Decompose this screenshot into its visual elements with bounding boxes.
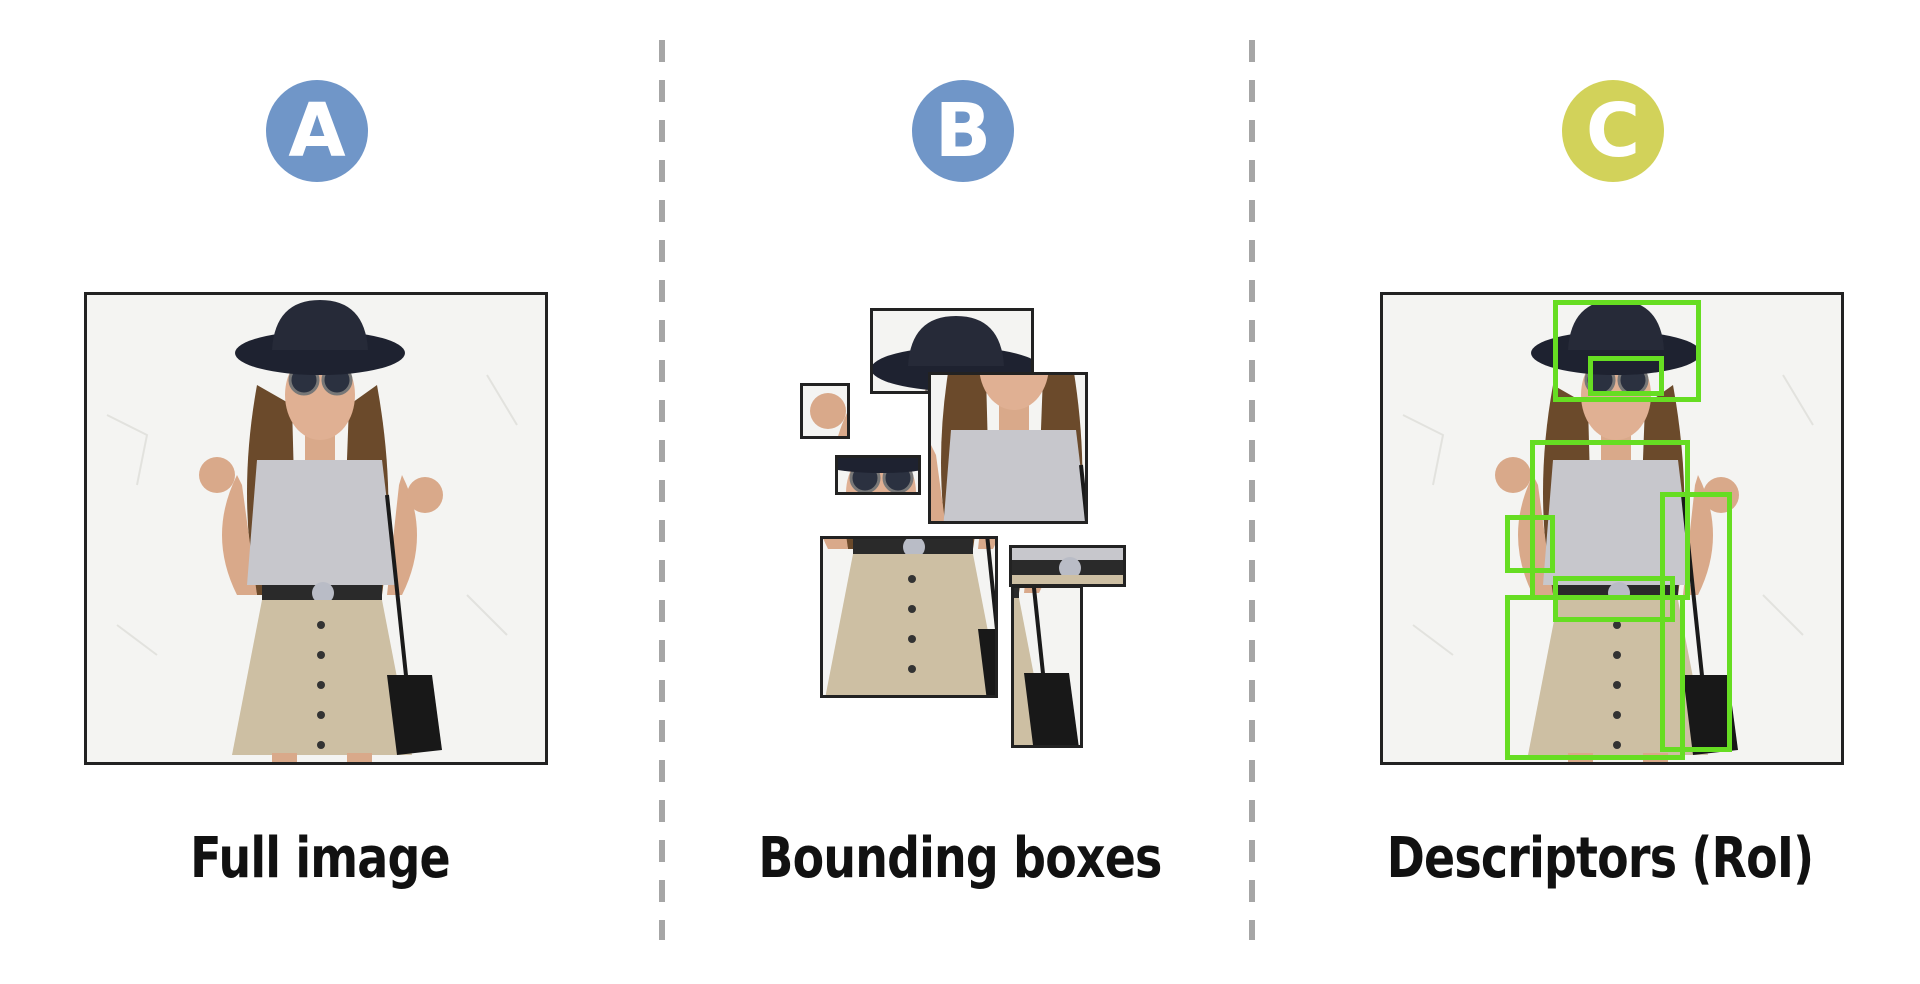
panel-caption: Bounding boxes [758,826,1162,891]
crop-skirt [820,536,998,698]
panel-letter: A [288,88,346,174]
panel-caption: Descriptors (RoI) [1386,826,1814,891]
roi-box-bag [1660,492,1732,752]
label-circle-c: C [1562,80,1664,182]
dashed-divider [659,40,665,940]
roi-box-hand [1505,515,1555,573]
label-circle-b: B [912,80,1014,182]
panel-bounding-boxes: B Bounding boxes [640,0,1280,984]
crop-belt [1009,545,1126,587]
label-circle-a: A [266,80,368,182]
crop-hand [800,383,850,439]
crop-sunglasses [835,455,921,495]
crop-bag [1011,585,1083,748]
dashed-divider [1249,40,1255,940]
person-photo [87,295,545,762]
full-image-frame [84,292,548,765]
crop-torso [928,372,1088,524]
panel-full-image: A Full image [0,0,640,984]
roi-box-hat [1553,300,1701,402]
panel-descriptors: C Descriptors (RoI) [1280,0,1920,984]
roi-box-sunglasses [1588,356,1664,396]
roi-box-skirt [1505,595,1685,760]
panel-letter: B [934,88,992,174]
panel-caption: Full image [190,826,450,891]
panel-letter: C [1585,88,1641,174]
roi-image-frame [1380,292,1844,765]
